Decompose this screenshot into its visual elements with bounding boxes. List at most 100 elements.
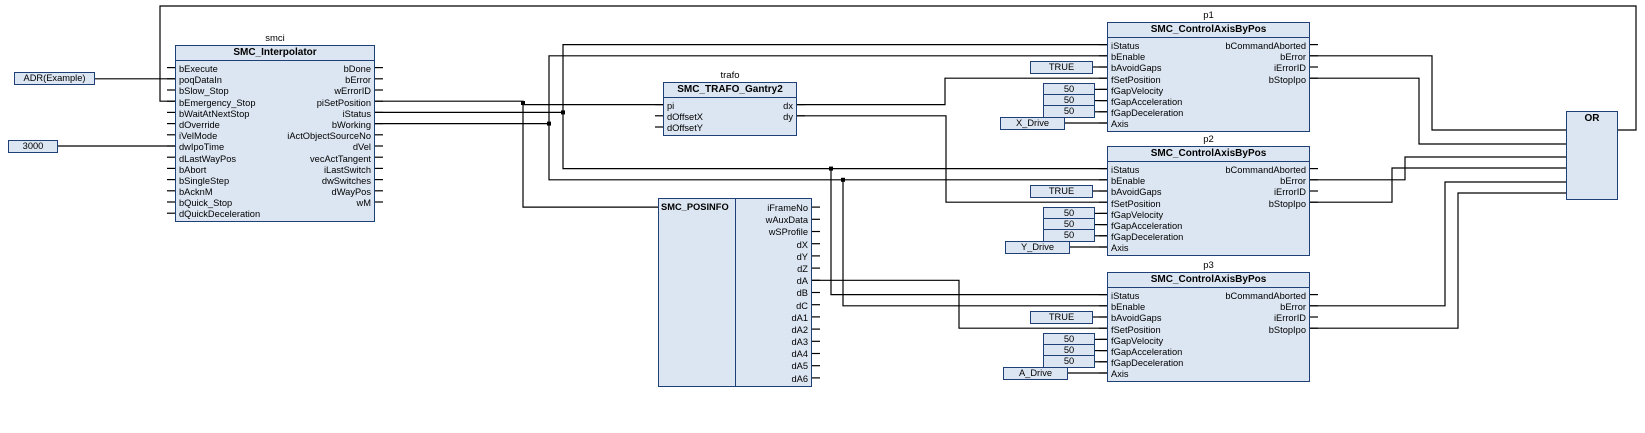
pin-input-smci-bExecute[interactable]: bExecute [179,64,218,74]
wire-smci-iStatus-to-p2-iStatus[interactable] [562,112,1107,170]
value-source-a-drive[interactable]: A_Drive [1003,366,1068,380]
pin-input-smci-bAcknM[interactable]: bAcknM [179,187,213,198]
pin-output-smci-piSetPosition[interactable]: piSetPosition [316,97,371,108]
struct-field-dY[interactable]: dY [796,251,808,262]
wire-posinfo-dA-to-p3-fSetPosition[interactable] [812,279,1107,329]
struct-field-dA4[interactable]: dA4 [791,349,808,360]
pin-output-smci-bDone[interactable]: bDone [343,64,371,74]
pin-output-smci-wErrorID[interactable]: wErrorID [334,86,371,97]
pin-output-smci-wM[interactable]: wM [356,198,371,209]
wire-smci-bWorking-to-p1-bEnable[interactable] [375,55,1107,125]
pin-input-p2-fGapDeceleration[interactable]: fGapDeceleration [1111,232,1184,243]
block-or[interactable]: OR [1566,111,1618,200]
value-source-true[interactable]: TRUE [1030,310,1093,324]
value-source-true[interactable]: TRUE [1030,184,1093,198]
wire-p3-bStopIpo-to-or-input6[interactable] [1310,192,1566,329]
pin-input-p3-iStatus[interactable]: iStatus [1111,291,1140,301]
struct-field-dX[interactable]: dX [796,239,808,250]
pin-input-trafo-dOffsetY[interactable]: dOffsetY [667,123,704,134]
pin-input-p1-fGapAcceleration[interactable]: fGapAcceleration [1111,96,1183,107]
struct-field-wAuxData[interactable]: wAuxData [765,215,808,226]
pin-input-p2-bAvoidGaps[interactable]: bAvoidGaps [1111,187,1162,198]
struct-field-dA3[interactable]: dA3 [791,337,808,348]
pin-output-trafo-dy[interactable]: dy [783,112,793,123]
wire-smci-piSetPosition-to-trafo-pi[interactable] [375,100,663,106]
struct-field-dA1[interactable]: dA1 [791,312,808,323]
pin-input-smci-iVelMode[interactable]: iVelMode [179,131,218,142]
pin-input-smci-bSingleStep[interactable]: bSingleStep [179,175,230,186]
pin-input-p2-fGapAcceleration[interactable]: fGapAcceleration [1111,220,1183,231]
pin-input-smci-bWaitAtNextStop[interactable]: bWaitAtNextStop [179,108,250,119]
pin-output-p1-iErrorID[interactable]: iErrorID [1273,63,1306,74]
value-source-adr-example-[interactable]: ADR(Example) [14,72,95,86]
wire-smci-iStatus-to-p1-iStatus[interactable] [375,43,1107,114]
pin-input-p2-fSetPosition[interactable]: fSetPosition [1111,198,1161,209]
struct-field-dA6[interactable]: dA6 [791,373,808,384]
pin-output-p2-bError[interactable]: bError [1280,176,1306,187]
pin-input-smci-bSlow_Stop[interactable]: bSlow_Stop [179,86,229,97]
pin-input-p2-bEnable[interactable]: bEnable [1111,176,1146,187]
wire-trafo-dy-to-p2-fSetPosition[interactable] [797,115,1107,203]
pin-input-smci-dLastWayPos[interactable]: dLastWayPos [179,153,237,164]
pin-input-p3-bEnable[interactable]: bEnable [1111,302,1146,313]
pin-output-p2-bCommandAborted[interactable]: bCommandAborted [1225,165,1306,175]
pin-input-p3-fGapVelocity[interactable]: fGapVelocity [1111,335,1164,346]
pin-input-smci-dQuickDeceleration[interactable]: dQuickDeceleration [179,209,261,220]
struct-field-dA[interactable]: dA [796,276,808,287]
wire-p1-bStopIpo-to-or-input2[interactable] [1310,77,1566,145]
value-source-true[interactable]: TRUE [1030,60,1093,74]
wire-smci-bWorking-to-p3-bEnable[interactable] [842,179,1107,307]
pin-input-trafo-dOffsetX[interactable]: dOffsetX [667,112,704,123]
pin-output-p2-bStopIpo[interactable]: bStopIpo [1268,198,1306,209]
pin-input-smci-bQuick_Stop[interactable]: bQuick_Stop [179,198,233,209]
pin-output-p1-bStopIpo[interactable]: bStopIpo [1268,74,1306,85]
pin-output-p1-bError[interactable]: bError [1280,52,1306,63]
pin-input-p2-Axis[interactable]: Axis [1111,243,1129,254]
pin-input-p1-fSetPosition[interactable]: fSetPosition [1111,74,1161,85]
wire-p2-bStopIpo-to-or-input4[interactable] [1310,167,1566,203]
wire-or-output-to-smci-bEmergency_Stop[interactable] [159,5,1637,131]
pin-output-smci-dWayPos[interactable]: dWayPos [331,187,371,198]
pin-output-smci-dwSwitches[interactable]: dwSwitches [321,175,371,186]
pin-input-p2-iStatus[interactable]: iStatus [1111,165,1140,175]
pin-input-smci-dwIpoTime[interactable]: dwIpoTime [179,142,225,153]
pin-input-p1-iStatus[interactable]: iStatus [1111,41,1140,51]
pin-input-p1-fGapDeceleration[interactable]: fGapDeceleration [1111,108,1184,119]
pin-output-smci-vecActTangent[interactable]: vecActTangent [310,153,371,164]
pin-output-p1-bCommandAborted[interactable]: bCommandAborted [1225,41,1306,51]
wire-smci-bWorking-to-p2-bEnable[interactable] [548,123,1107,181]
pin-input-p1-bEnable[interactable]: bEnable [1111,52,1146,63]
pin-output-p3-bStopIpo[interactable]: bStopIpo [1268,324,1306,335]
pin-output-smci-bError[interactable]: bError [345,75,371,86]
pin-output-p2-iErrorID[interactable]: iErrorID [1273,187,1306,198]
pin-output-smci-bWorking[interactable]: bWorking [331,119,371,130]
pin-input-p3-Axis[interactable]: Axis [1111,369,1129,380]
pin-input-p3-bAvoidGaps[interactable]: bAvoidGaps [1111,313,1162,324]
value-source-3000[interactable]: 3000 [8,139,58,153]
wire-smci-piSetPosition-to-posinfo-input[interactable] [522,104,658,208]
wire-p1-bError-to-or-input1[interactable] [1310,55,1566,131]
pin-input-p2-fGapVelocity[interactable]: fGapVelocity [1111,209,1164,220]
pin-output-smci-iActObjectSourceNo[interactable]: iActObjectSourceNo [287,131,371,142]
value-source-50[interactable]: 50 [1043,355,1095,369]
struct-field-iFrameNo[interactable]: iFrameNo [767,203,808,213]
wire-p3-bError-to-or-input5[interactable] [1310,181,1566,307]
pin-input-smci-poqDataIn[interactable]: poqDataIn [179,75,222,86]
pin-input-smci-bEmergency_Stop[interactable]: bEmergency_Stop [179,97,256,108]
pin-input-p3-fGapDeceleration[interactable]: fGapDeceleration [1111,358,1184,369]
pin-input-p1-fGapVelocity[interactable]: fGapVelocity [1111,85,1164,96]
pin-input-smci-bAbort[interactable]: bAbort [179,164,207,175]
pin-output-trafo-dx[interactable]: dx [783,101,793,111]
pin-output-p3-bCommandAborted[interactable]: bCommandAborted [1225,291,1306,301]
pin-input-smci-dOverride[interactable]: dOverride [179,119,220,130]
pin-output-p3-bError[interactable]: bError [1280,302,1306,313]
pin-input-p3-fGapAcceleration[interactable]: fGapAcceleration [1111,346,1183,357]
pin-input-p1-Axis[interactable]: Axis [1111,119,1129,130]
